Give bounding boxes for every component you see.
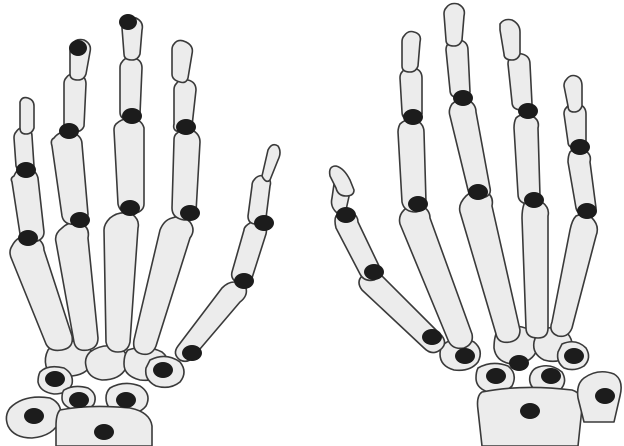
joint-marker: [486, 368, 506, 384]
joint-marker: [509, 355, 529, 371]
joint-marker: [234, 273, 254, 289]
left-hand: [6, 14, 280, 446]
joint-marker: [564, 348, 584, 364]
right-hand: [330, 4, 622, 446]
joint-marker: [518, 103, 538, 119]
joint-marker: [116, 392, 136, 408]
joint-marker: [18, 230, 38, 246]
joint-marker: [69, 40, 87, 56]
joint-marker: [94, 424, 114, 440]
joint-marker: [403, 109, 423, 125]
joint-marker: [422, 329, 442, 345]
joint-marker: [524, 192, 544, 208]
joint-marker: [408, 196, 428, 212]
joint-marker: [570, 139, 590, 155]
joint-marker: [16, 162, 36, 178]
joint-marker: [70, 212, 90, 228]
joint-marker: [577, 203, 597, 219]
joint-marker: [122, 108, 142, 124]
joint-marker: [182, 345, 202, 361]
joint-marker: [24, 408, 44, 424]
joint-marker: [45, 371, 65, 387]
joint-marker: [541, 368, 561, 384]
joint-marker: [453, 90, 473, 106]
joint-marker: [153, 362, 173, 378]
joint-marker: [364, 264, 384, 280]
right-metacarpals: [359, 191, 597, 353]
joint-marker: [176, 119, 196, 135]
left-metacarpals: [10, 213, 246, 362]
joint-marker: [254, 215, 274, 231]
right-proximal-phalanges: [335, 100, 596, 281]
joint-marker: [455, 348, 475, 364]
joint-marker: [69, 392, 89, 408]
joint-marker: [120, 200, 140, 216]
joint-marker: [520, 403, 540, 419]
joint-marker: [468, 184, 488, 200]
joint-marker: [59, 123, 79, 139]
joint-marker: [180, 205, 200, 221]
left-proximal-phalanges: [11, 118, 266, 284]
joint-marker: [595, 388, 615, 404]
joint-marker: [119, 14, 137, 30]
joint-marker: [336, 207, 356, 223]
